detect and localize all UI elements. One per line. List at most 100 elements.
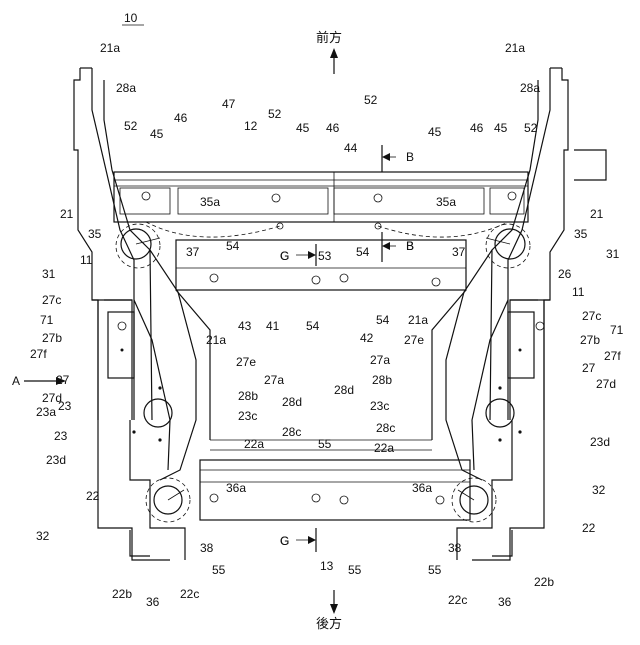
ref-label: 21a xyxy=(505,41,525,55)
ref-label: 23a xyxy=(36,405,56,419)
ref-label: 22a xyxy=(244,437,264,451)
ref-label: B xyxy=(406,239,414,253)
ref-label: 71 xyxy=(40,313,54,327)
ref-label: 36a xyxy=(226,481,246,495)
ref-label: 52 xyxy=(524,121,538,135)
ref-label: 71 xyxy=(610,323,624,337)
ref-label: 27c xyxy=(42,293,61,307)
ref-label: 42 xyxy=(360,331,374,345)
ref-label: 31 xyxy=(42,267,56,281)
ref-label: 23c xyxy=(370,399,389,413)
ref-label: 27c xyxy=(582,309,601,323)
ref-label: 28c xyxy=(282,425,301,439)
ref-label: 37 xyxy=(452,245,466,259)
ref-label: 28c xyxy=(376,421,395,435)
ref-label: 45 xyxy=(296,121,310,135)
ref-label: 23d xyxy=(590,435,610,449)
ref-label: 27b xyxy=(580,333,600,347)
ref-label: 21a xyxy=(100,41,120,55)
ref-label: 22b xyxy=(112,587,132,601)
ref-label: 12 xyxy=(244,119,258,133)
ref-label: 28b xyxy=(372,373,392,387)
section-b-top: B xyxy=(406,150,414,164)
reference-labels: 21a 21a 28a 28a 52 45 46 47 12 52 45 46 … xyxy=(30,41,624,609)
ref-label: 35 xyxy=(574,227,588,241)
ref-label: 32 xyxy=(592,483,606,497)
ref-label: 27 xyxy=(582,361,596,375)
ref-label: 38 xyxy=(448,541,462,555)
ref-label: 45 xyxy=(150,127,164,141)
ref-label: 22c xyxy=(448,593,467,607)
ref-label: 52 xyxy=(268,107,282,121)
ref-label: 23 xyxy=(58,399,72,413)
ref-label: 21 xyxy=(590,207,604,221)
ref-label: 53 xyxy=(318,249,332,263)
ref-label: 11 xyxy=(572,285,585,299)
ref-label: 22 xyxy=(86,489,100,503)
ref-label: 46 xyxy=(174,111,188,125)
rear-arrowhead xyxy=(330,604,338,614)
ref-label: 36 xyxy=(498,595,512,609)
ref-label: 27f xyxy=(30,347,47,361)
ref-label: 22a xyxy=(374,441,394,455)
ref-label: 23d xyxy=(46,453,66,467)
ref-label: 35a xyxy=(436,195,456,209)
ref-label: 11 xyxy=(80,253,93,267)
ref-label: 21a xyxy=(206,333,226,347)
ref-label: 27d xyxy=(596,377,616,391)
ref-label: 22 xyxy=(582,521,596,535)
ref-label: 41 xyxy=(266,319,280,333)
rear-cross-member xyxy=(200,440,470,520)
ref-label: 43 xyxy=(238,319,252,333)
view-a-label: A xyxy=(12,374,20,388)
ref-label: 28d xyxy=(282,395,302,409)
ref-label: 55 xyxy=(212,563,226,577)
ref-label: 55 xyxy=(318,437,332,451)
ref-label: 26 xyxy=(558,267,572,281)
ref-label: 27f xyxy=(604,349,621,363)
ref-label: 23c xyxy=(238,409,257,423)
ref-label: 28d xyxy=(334,383,354,397)
ref-label: 52 xyxy=(124,119,138,133)
ref-label: 47 xyxy=(222,97,236,111)
ref-label: 35 xyxy=(88,227,102,241)
ref-label: G xyxy=(280,249,289,263)
ref-label: 45 xyxy=(494,121,508,135)
ref-label: 21 xyxy=(60,207,74,221)
rear-direction-label: 後方 xyxy=(316,616,342,631)
ref-label: 54 xyxy=(356,245,370,259)
ref-label: 55 xyxy=(348,563,362,577)
ref-label: 31 xyxy=(606,247,620,261)
figure-number: 10 xyxy=(124,11,138,25)
front-direction-label: 前方 xyxy=(316,30,342,45)
ref-label: G xyxy=(280,534,289,548)
ref-label: 27e xyxy=(404,333,424,347)
ref-label: 54 xyxy=(226,239,240,253)
ref-label: 23 xyxy=(54,429,68,443)
front-arrowhead xyxy=(330,48,338,58)
ref-label: 46 xyxy=(326,121,340,135)
ref-label: 52 xyxy=(364,93,378,107)
ref-label: 27e xyxy=(236,355,256,369)
ref-label: 54 xyxy=(306,319,320,333)
left-side-frame xyxy=(74,68,196,560)
ref-label: 55 xyxy=(428,563,442,577)
ref-label: 13 xyxy=(320,559,334,573)
ref-label: 38 xyxy=(200,541,214,555)
ref-label: 28a xyxy=(520,81,540,95)
ref-label: 21a xyxy=(408,313,428,327)
ref-label: 27b xyxy=(42,331,62,345)
ref-label: 54 xyxy=(376,313,390,327)
ref-label: 35a xyxy=(200,195,220,209)
ref-label: 22c xyxy=(180,587,199,601)
front-cross-member xyxy=(114,172,528,237)
ref-label: 37 xyxy=(186,245,200,259)
ref-label: 27 xyxy=(56,373,70,387)
ref-label: 36a xyxy=(412,481,432,495)
ref-label: 36 xyxy=(146,595,160,609)
ref-label: 28b xyxy=(238,389,258,403)
ref-label: 45 xyxy=(428,125,442,139)
ref-label: 32 xyxy=(36,529,50,543)
ref-label: 28a xyxy=(116,81,136,95)
